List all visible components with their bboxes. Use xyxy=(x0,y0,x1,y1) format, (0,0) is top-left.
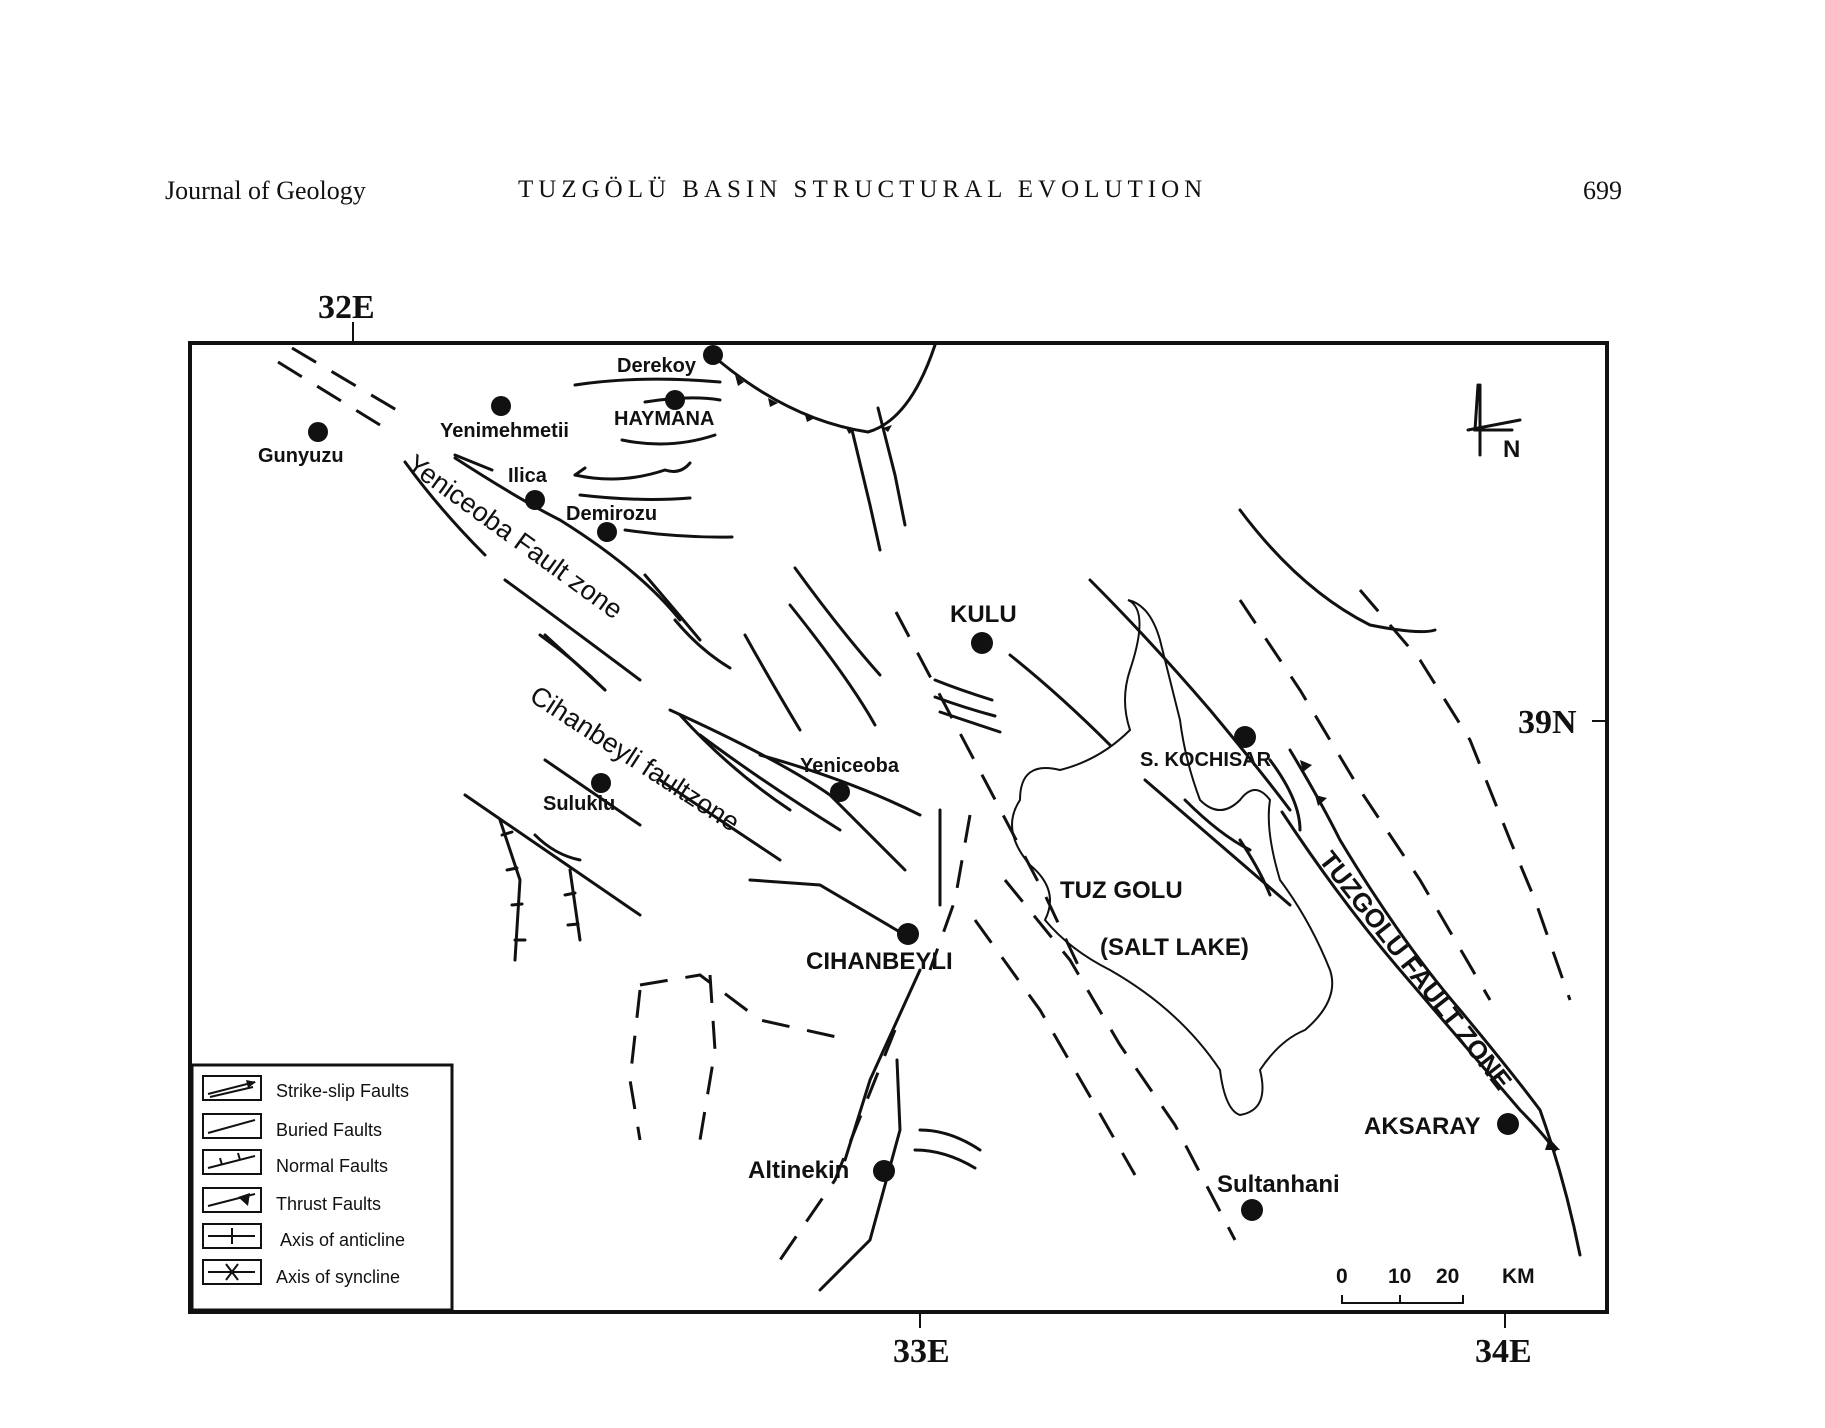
place-altinekin: Altinekin xyxy=(748,1157,895,1184)
svg-text:Sultanhani: Sultanhani xyxy=(1217,1171,1340,1198)
svg-text:HAYMANA: HAYMANA xyxy=(614,408,714,430)
legend-normal: Normal Faults xyxy=(202,1149,388,1176)
svg-text:Thrust Faults: Thrust Faults xyxy=(276,1194,381,1214)
tuzgolu-fault-zone-lines xyxy=(1280,748,1582,1257)
place-aksaray: AKSARAY xyxy=(1364,1113,1519,1140)
buried-fault-icon xyxy=(207,1119,256,1134)
svg-text:Ilica: Ilica xyxy=(508,465,548,487)
ilica-arrow-icon xyxy=(573,466,587,477)
legend-buried: Buried Faults xyxy=(202,1113,382,1140)
svg-text:Yenimehmetii: Yenimehmetii xyxy=(440,420,569,442)
place-kulu: KULU xyxy=(950,601,1017,654)
map-frame xyxy=(188,341,1609,1314)
syncline-axis-icon xyxy=(208,1263,255,1281)
map-legend: Strike-slip Faults Buried Faults Normal … xyxy=(190,1063,454,1312)
svg-text:Strike-slip Faults: Strike-slip Faults xyxy=(276,1081,409,1101)
cihanbeyli-fault-lines xyxy=(463,708,922,937)
legend-thrust: Thrust Faults xyxy=(202,1187,381,1214)
svg-text:S. KOCHISAR: S. KOCHISAR xyxy=(1140,749,1272,771)
arc-altinekin-2 xyxy=(913,1148,977,1170)
place-cihanbeyli: CIHANBEYLI xyxy=(806,923,953,975)
svg-text:Yeniceoba: Yeniceoba xyxy=(800,755,900,777)
tuz-golu-lake-outline xyxy=(1011,599,1334,1117)
lat-39-label: 39N xyxy=(1518,704,1577,741)
tuzgolu-fault-zone-label: TUZGOLU FAULT ZONE xyxy=(1313,845,1518,1095)
place-suluklu: Suluklu xyxy=(543,773,615,815)
normal-faults-south xyxy=(628,879,1237,1241)
yeniceoba-slip-arrow-2-icon xyxy=(543,633,607,692)
page-header: Journal of Geology TUZGÖLÜ BASIN STRUCTU… xyxy=(0,176,1825,216)
journal-name: Journal of Geology xyxy=(165,176,366,205)
thrust-fault-haymana xyxy=(716,343,937,434)
svg-text:Axis of syncline: Axis of syncline xyxy=(276,1267,400,1287)
place-yenimehmetii: Yenimehmetii xyxy=(440,396,569,442)
legend-syncline: Axis of syncline xyxy=(202,1259,400,1287)
lon-32-label: 32E xyxy=(318,289,375,326)
anticline-axes-haymana xyxy=(573,377,734,539)
svg-text:Axis of anticline: Axis of anticline xyxy=(280,1230,405,1250)
svg-text:Gunyuzu: Gunyuzu xyxy=(258,445,344,467)
place-haymana: HAYMANA xyxy=(614,390,714,430)
lon-33-label: 33E xyxy=(893,1333,950,1370)
place-ilica: Ilica xyxy=(508,465,548,510)
svg-text:AKSARAY: AKSARAY xyxy=(1364,1113,1480,1140)
place-yeniceoba: Yeniceoba xyxy=(800,755,900,802)
yeniceoba-slip-arrow-icon xyxy=(453,453,494,472)
lon-34-label: 34E xyxy=(1475,1333,1532,1370)
place-gunyuzu: Gunyuzu xyxy=(258,422,344,467)
normal-faults-west xyxy=(498,818,582,962)
scale-bar: 0 10 20 KM xyxy=(1336,1265,1535,1304)
eastern-faults xyxy=(1088,508,1572,1001)
arc-altinekin-1 xyxy=(918,1128,982,1152)
legend-strike-slip: Strike-slip Faults xyxy=(202,1075,409,1101)
svg-text:KULU: KULU xyxy=(950,601,1017,628)
page-number: 699 xyxy=(1583,176,1622,205)
svg-text:Demirozu: Demirozu xyxy=(566,503,657,525)
place-demirozu: Demirozu xyxy=(566,503,657,542)
svg-text:Normal Faults: Normal Faults xyxy=(276,1156,388,1176)
svg-text:20: 20 xyxy=(1436,1265,1459,1288)
svg-text:Suluklu: Suluklu xyxy=(543,793,615,815)
running-title: TUZGÖLÜ BASIN STRUCTURAL EVOLUTION xyxy=(518,176,1208,203)
place-tuz-golu: TUZ GOLU (SALT LAKE) xyxy=(1060,877,1249,961)
legend-anticline: Axis of anticline xyxy=(202,1223,405,1250)
svg-text:KM: KM xyxy=(1502,1265,1535,1288)
svg-text:Buried Faults: Buried Faults xyxy=(276,1120,382,1140)
svg-text:CIHANBEYLI: CIHANBEYLI xyxy=(806,948,953,975)
place-derekoy: Derekoy xyxy=(617,345,723,377)
normal-fault-icon xyxy=(207,1152,256,1169)
anticline-axis-icon xyxy=(208,1228,255,1244)
central-faults xyxy=(778,406,1112,1292)
svg-text:10: 10 xyxy=(1388,1265,1411,1288)
svg-text:0: 0 xyxy=(1336,1265,1348,1288)
place-s-kochisar: S. KOCHISAR xyxy=(1140,726,1272,771)
place-sultanhani: Sultanhani xyxy=(1217,1171,1340,1221)
yeniceoba-fault-lines xyxy=(277,346,882,732)
north-arrow-icon: N xyxy=(1466,383,1522,463)
svg-text:(SALT LAKE): (SALT LAKE) xyxy=(1100,934,1249,961)
north-label: N xyxy=(1503,436,1520,463)
svg-text:Derekoy: Derekoy xyxy=(617,355,697,377)
svg-text:TUZ GOLU: TUZ GOLU xyxy=(1060,877,1183,904)
svg-text:Altinekin: Altinekin xyxy=(748,1157,849,1184)
